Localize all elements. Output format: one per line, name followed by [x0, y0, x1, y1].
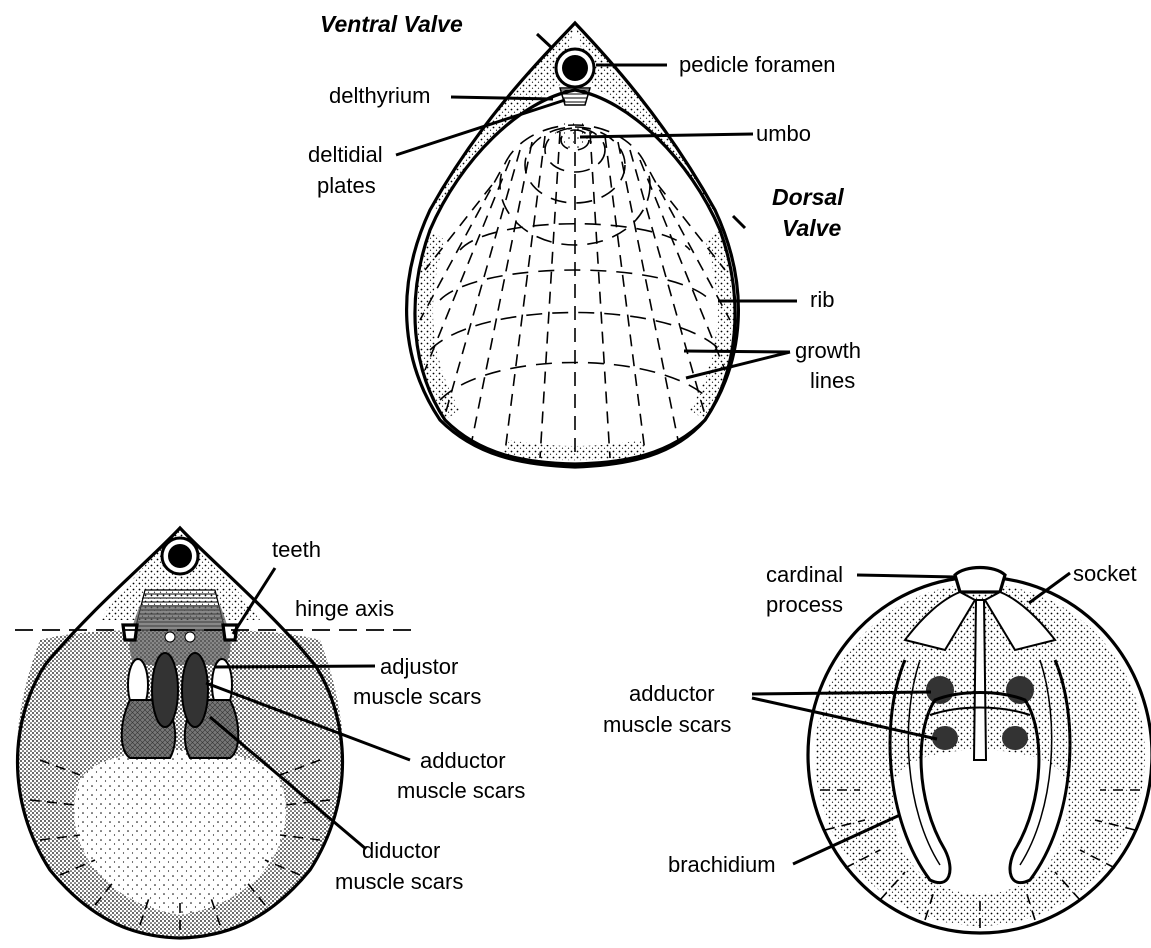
- label-delthyrium: delthyrium: [329, 83, 430, 108]
- label-cardinal-line2: process: [766, 592, 843, 617]
- label-adjustor-line2: muscle scars: [353, 684, 481, 709]
- label-deltidial-line1: deltidial: [308, 142, 383, 167]
- label-rib: rib: [810, 287, 834, 312]
- label-pedicle-foramen: pedicle foramen: [679, 52, 836, 77]
- label-socket: socket: [1073, 561, 1137, 586]
- label-cardinal-line1: cardinal: [766, 562, 843, 587]
- dorsal-interior-drawing: [808, 568, 1151, 934]
- label-ventral-adductor-line1: adductor: [420, 748, 506, 773]
- label-growth-lines-line2: lines: [810, 368, 855, 393]
- label-umbo: umbo: [756, 121, 811, 146]
- label-deltidial-line2: plates: [317, 173, 376, 198]
- label-growth-lines-line1: growth: [795, 338, 861, 363]
- label-teeth: teeth: [272, 537, 321, 562]
- label-diductor-line2: muscle scars: [335, 869, 463, 894]
- dorsal-valve-title-line2: Valve: [782, 215, 841, 241]
- label-adjustor-line1: adjustor: [380, 654, 458, 679]
- ventral-valve-title: Ventral Valve: [320, 11, 463, 37]
- label-ventral-adductor-line2: muscle scars: [397, 778, 525, 803]
- shell-exterior-drawing: [407, 23, 739, 467]
- dorsal-valve-title-line1: Dorsal: [772, 184, 844, 210]
- label-dorsal-adductor-line2: muscle scars: [603, 712, 731, 737]
- label-hinge-axis: hinge axis: [295, 596, 394, 621]
- label-dorsal-adductor-line1: adductor: [629, 681, 715, 706]
- label-diductor-line1: diductor: [362, 838, 440, 863]
- label-brachidium: brachidium: [668, 852, 776, 877]
